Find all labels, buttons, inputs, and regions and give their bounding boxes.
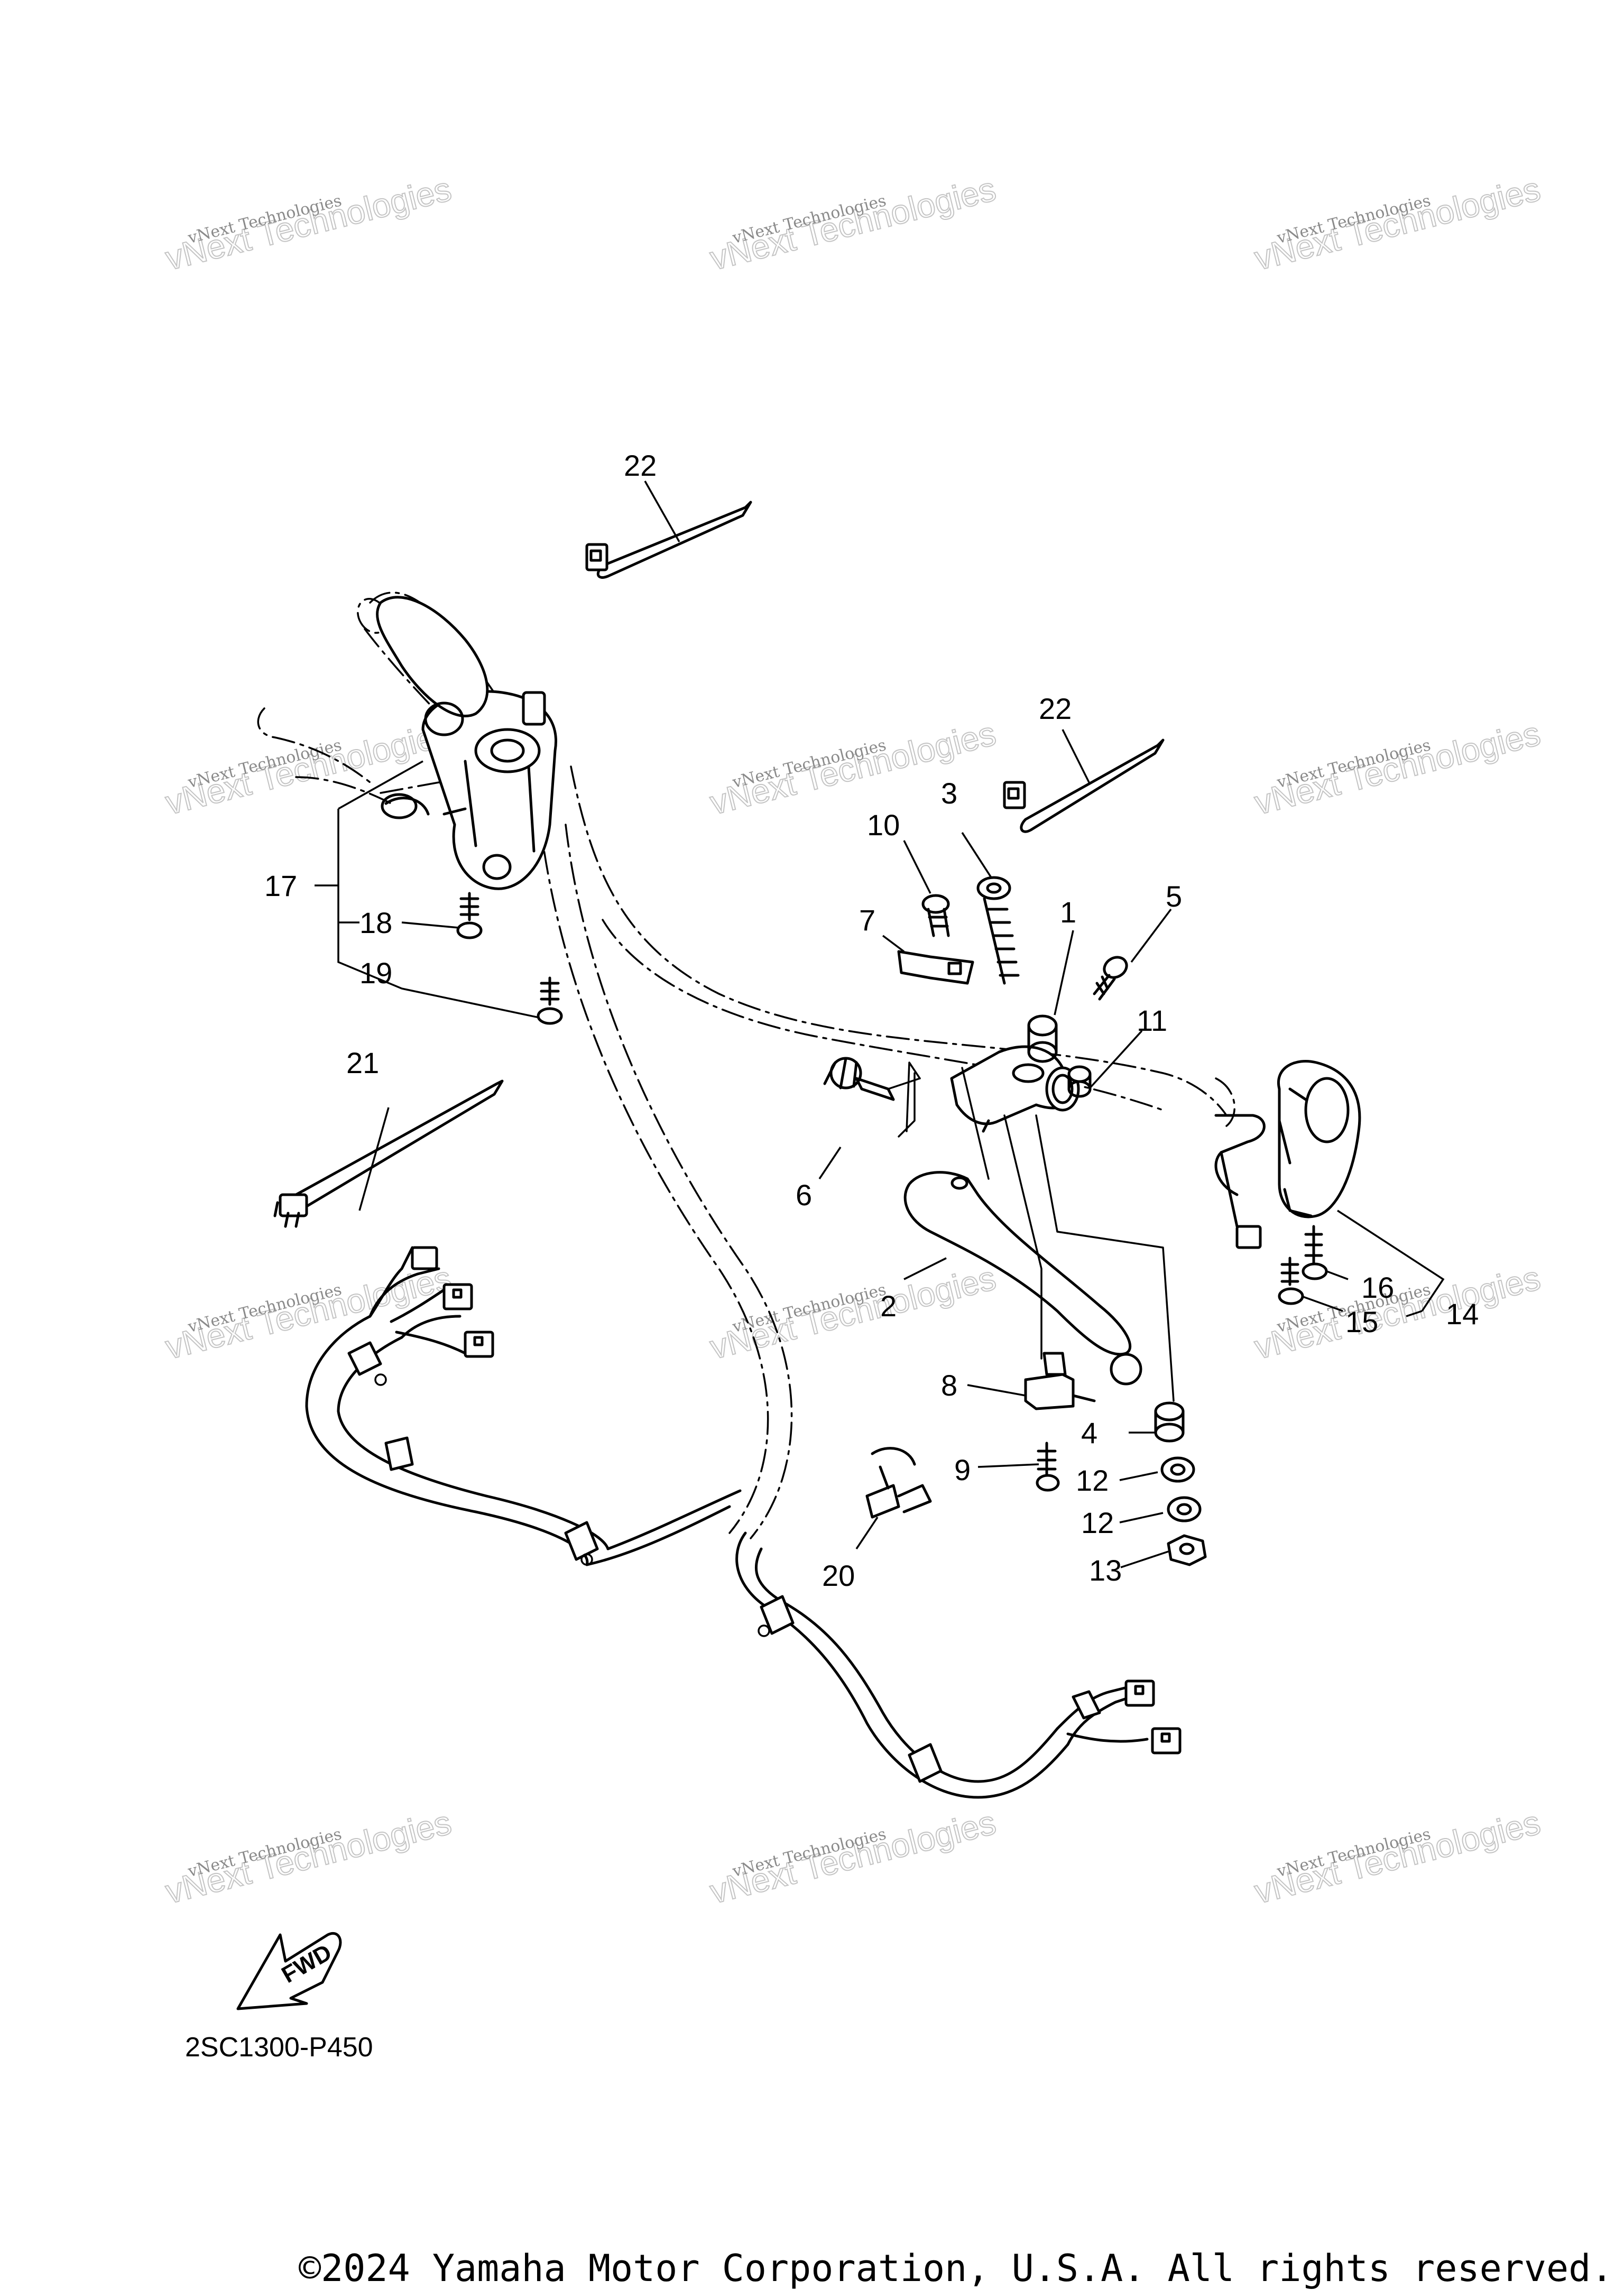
callout-9: 9 (954, 1453, 971, 1486)
callout-19: 19 (359, 956, 392, 990)
plate-7 (897, 950, 974, 985)
bolt-10 (921, 894, 950, 937)
svg-text:vNext Technologies: vNext Technologies (1251, 714, 1544, 822)
callout-2: 2 (880, 1289, 897, 1323)
callout-8: 8 (941, 1369, 957, 1402)
callout-22: 22 (1039, 692, 1072, 725)
watermark: vNext Technologies vNext Technologies (706, 1803, 1000, 1912)
washer-12 (1160, 1456, 1195, 1483)
watermark: vNext Technologies vNext Technologies (1250, 1803, 1545, 1912)
screw-5 (1093, 956, 1128, 1001)
wire-harness-right (735, 1531, 1182, 1799)
callout-6: 6 (796, 1178, 812, 1212)
collar-4 (1154, 1401, 1185, 1443)
callout-13: 13 (1089, 1554, 1122, 1587)
svg-text:vNext Technologies: vNext Technologies (162, 1259, 455, 1366)
callout-21: 21 (346, 1046, 379, 1079)
svg-text:vNext Technologies: vNext Technologies (1251, 1259, 1544, 1366)
screw-19 (537, 976, 563, 1025)
watermark: vNext Technologies vNext Technologies (161, 1803, 456, 1912)
callout-16: 16 (1361, 1271, 1394, 1304)
cable-tie-22-right (1003, 738, 1165, 833)
callout-10: 10 (867, 808, 900, 842)
diagram-code: 2SC1300-P450 (185, 2032, 373, 2063)
svg-text:vNext Technologies: vNext Technologies (706, 1259, 1000, 1366)
lever-bracket-1 (950, 1014, 1080, 1133)
screw-18 (456, 892, 483, 939)
copyright-notice: ©2024 Yamaha Motor Corporation, U.S.A. A… (299, 2247, 1613, 2290)
callout-4: 4 (1081, 1416, 1097, 1449)
callout-17: 17 (264, 869, 297, 902)
svg-text:vNext Technologies: vNext Technologies (1251, 1803, 1544, 1911)
switch-8 (1024, 1352, 1096, 1410)
adjuster-6 (823, 1057, 895, 1101)
svg-text:vNext Technologies: vNext Technologies (706, 170, 1000, 278)
screw-15 (1278, 1257, 1304, 1305)
screw-9 (1036, 1442, 1060, 1492)
fwd-arrow-icon: FWD (236, 1932, 342, 2010)
cable-tie-21 (273, 1079, 504, 1228)
callout-15: 15 (1345, 1305, 1378, 1338)
watermark: vNext Technologies vNext Technologies (1250, 1258, 1545, 1367)
switch-housing-14 (1214, 1059, 1361, 1249)
watermark: vNext Technologies vNext Technologies (1250, 169, 1545, 278)
cable-tie-22-upper (585, 501, 752, 579)
callout-5: 5 (1166, 880, 1182, 913)
callout-1: 1 (1060, 895, 1076, 929)
callout-12: 12 (1076, 1464, 1109, 1497)
callout-7: 7 (859, 903, 875, 937)
nut-13 (1167, 1534, 1207, 1566)
svg-text:vNext Technologies: vNext Technologies (1251, 170, 1544, 278)
watermark: vNext Technologies vNext Technologies (706, 1258, 1000, 1367)
watermark: vNext Technologies vNext Technologies (161, 714, 456, 823)
callout-18: 18 (359, 906, 392, 939)
throttle-housing-17 (376, 596, 557, 890)
watermarks: vNext Technologies vNext Technologies vN… (161, 169, 1545, 1912)
bolt-3 (976, 876, 1020, 985)
callout-20: 20 (822, 1559, 855, 1592)
svg-text:vNext Technologies: vNext Technologies (162, 170, 455, 278)
callouts: 1 2 3 4 5 6 7 8 9 10 11 12 12 13 14 15 1… (264, 449, 1479, 1592)
watermark: vNext Technologies vNext Technologies (706, 169, 1000, 278)
callout-3: 3 (941, 777, 957, 810)
washer-12 (1167, 1496, 1202, 1522)
watermark: vNext Technologies vNext Technologies (161, 169, 456, 278)
callout-22: 22 (624, 449, 657, 482)
screw-16 (1302, 1225, 1328, 1280)
watermark: vNext Technologies vNext Technologies (1250, 714, 1545, 823)
clutch-lever-2 (903, 1171, 1142, 1386)
callout-11: 11 (1137, 1004, 1167, 1037)
callout-12: 12 (1081, 1506, 1114, 1539)
clamp-20 (865, 1447, 932, 1519)
svg-text:vNext Technologies: vNext Technologies (162, 1803, 455, 1911)
wire-harness-left (305, 1246, 742, 1566)
svg-text:vNext Technologies: vNext Technologies (706, 1803, 1000, 1911)
leader-lines (315, 481, 1445, 1568)
callout-14: 14 (1446, 1297, 1479, 1331)
